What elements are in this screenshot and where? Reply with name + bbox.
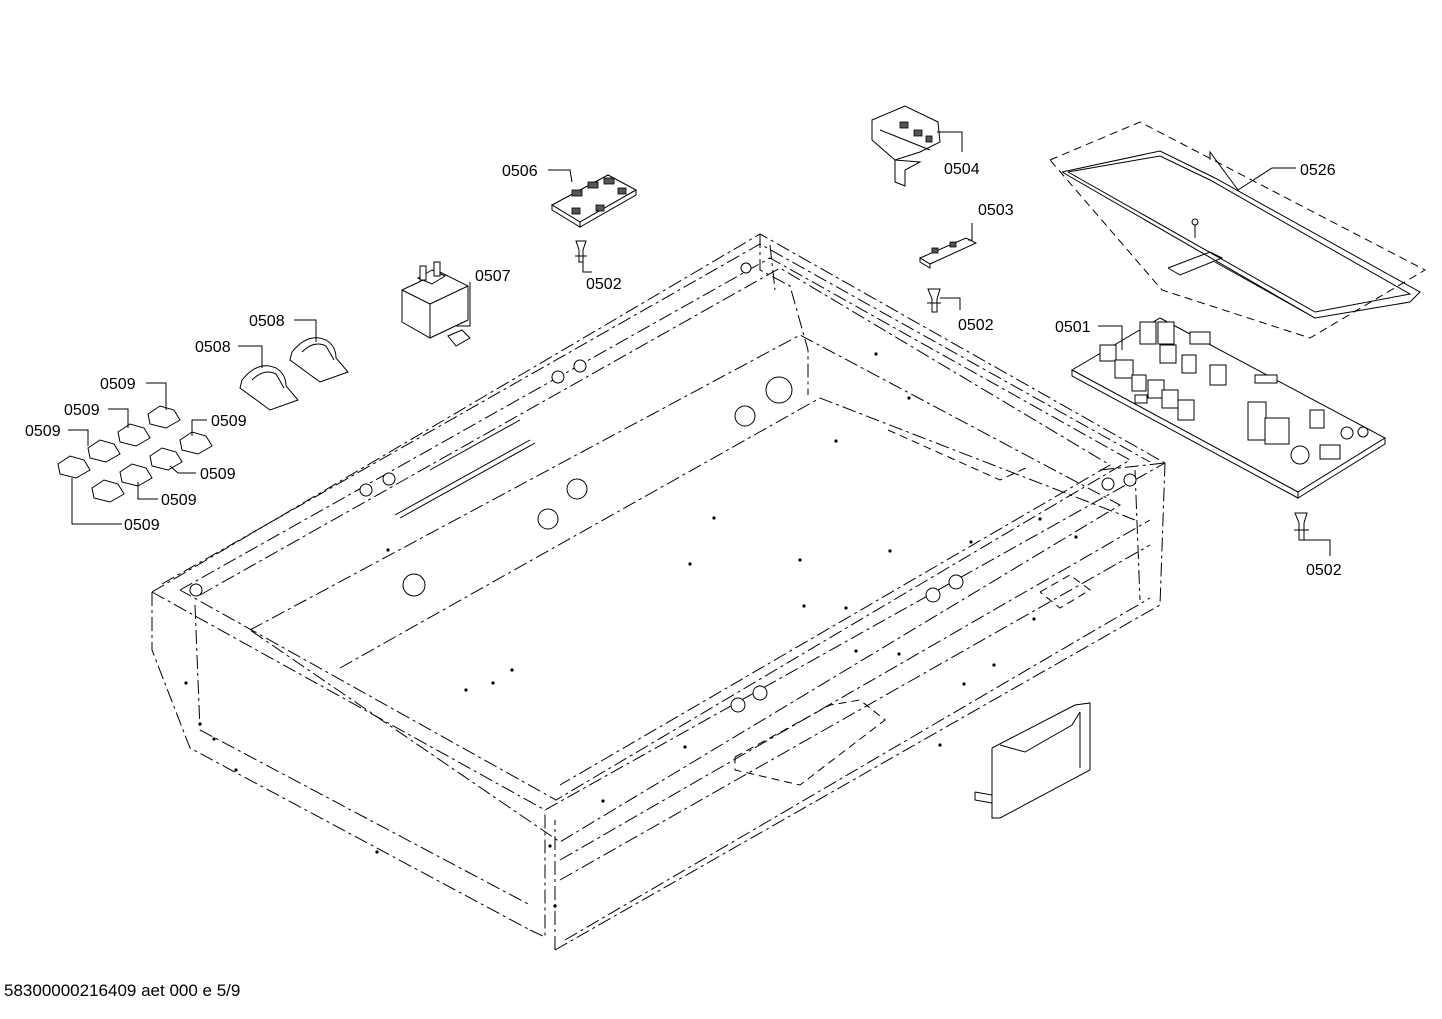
callout-0508-b: 0508 bbox=[195, 339, 231, 356]
callout-0526: 0526 bbox=[1300, 162, 1336, 179]
standoff-0502-c bbox=[1294, 512, 1309, 541]
leader-lines bbox=[68, 131, 1331, 556]
standoff-0502-a bbox=[575, 240, 587, 263]
callout-0503: 0503 bbox=[978, 202, 1014, 219]
housing-tray bbox=[151, 233, 1166, 951]
callout-0502-a: 0502 bbox=[586, 276, 622, 293]
panel-cover-0526 bbox=[1049, 121, 1427, 339]
standoff-0502-b bbox=[927, 288, 941, 313]
callout-0509-d: 0509 bbox=[211, 413, 247, 430]
callout-0509-f: 0509 bbox=[161, 492, 197, 509]
interface-board-0506 bbox=[550, 174, 638, 228]
callout-0509-c: 0509 bbox=[25, 423, 61, 440]
callout-0502-b: 0502 bbox=[958, 317, 994, 334]
clip-0508-b bbox=[239, 365, 299, 411]
callout-0507: 0507 bbox=[475, 268, 511, 285]
callout-0501: 0501 bbox=[1055, 319, 1091, 336]
side-bracket bbox=[974, 702, 1091, 819]
callout-0509-g: 0509 bbox=[124, 517, 160, 534]
clip-0509-group bbox=[57, 405, 213, 503]
callout-0504: 0504 bbox=[944, 161, 980, 178]
callout-0502-c: 0502 bbox=[1306, 562, 1342, 579]
document-id: 58300000216409 aet 000 e 5/9 bbox=[4, 981, 241, 1000]
main-control-board-0501 bbox=[1070, 317, 1387, 499]
callout-0508-a: 0508 bbox=[249, 313, 285, 330]
sensor-board-0503 bbox=[918, 237, 978, 269]
callout-0509-e: 0509 bbox=[200, 466, 236, 483]
callout-0509-a: 0509 bbox=[100, 376, 136, 393]
callout-0509-b: 0509 bbox=[64, 402, 100, 419]
callout-0506: 0506 bbox=[502, 163, 538, 180]
connector-0504 bbox=[871, 105, 941, 187]
clip-0508-a bbox=[289, 337, 349, 383]
transformer-0507 bbox=[401, 261, 471, 347]
